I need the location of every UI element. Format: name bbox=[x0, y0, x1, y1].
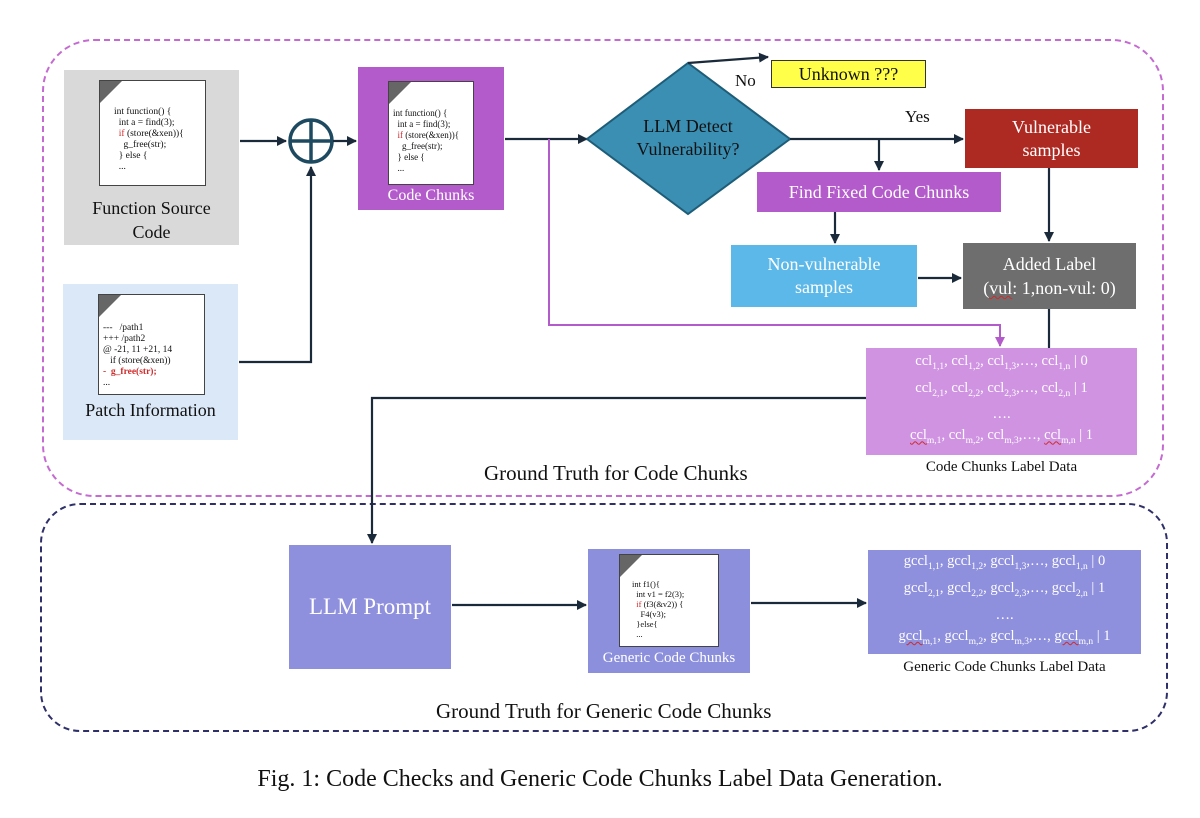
added-label-box: Added Label (vul: 1,non-vul: 0) bbox=[963, 243, 1136, 309]
label-data-row: ccl2,1, ccl2,2, ccl2,3,…, ccl2,n | 1 bbox=[915, 379, 1088, 399]
code-line: ... bbox=[393, 163, 405, 173]
patch-line: if (store(&xen)) bbox=[103, 356, 171, 366]
top-region-title: Ground Truth for Code Chunks bbox=[484, 461, 748, 485]
code-line: }else{ bbox=[632, 619, 658, 629]
llm-prompt-box: LLM Prompt bbox=[289, 545, 451, 669]
patch-line: --- /path1 bbox=[103, 323, 144, 333]
code-chunks-box: int function() { int a = find(3); if (st… bbox=[358, 67, 504, 210]
arrow-patch-to-combine bbox=[239, 166, 316, 364]
patch-information-label: Patch Information bbox=[85, 400, 216, 420]
generic-code-chunks-ground-truth-region bbox=[40, 503, 1168, 732]
decision-line: LLM Detect bbox=[643, 116, 733, 136]
patch-line: ... bbox=[103, 378, 111, 388]
vulnerable-label: samples bbox=[1022, 139, 1081, 160]
added-label-title: Added Label bbox=[1002, 254, 1097, 274]
decision-text: LLM Detect Vulnerability? bbox=[610, 108, 766, 168]
label-data-ellipsis: …. bbox=[992, 406, 1011, 423]
non-vulnerable-label: Non-vulnerable bbox=[767, 254, 881, 274]
label-data-row: gcclm,1, gcclm,2, gcclm,3,…, gcclm,n | 1 bbox=[898, 627, 1111, 647]
code-line: int v1 = f2(3); bbox=[632, 589, 685, 599]
label-data-row: gccl1,1, gccl1,2, gccl1,3,…, gccl1,n | 0 bbox=[903, 553, 1106, 573]
code-chunks-ground-truth-region bbox=[42, 39, 1164, 497]
code-chunks-label-data-box: ccl1,1, ccl1,2, ccl1,3,…, ccl1,n | 0 ccl… bbox=[866, 348, 1137, 455]
generic-code-chunks-label-data-caption: Generic Code Chunks Label Data bbox=[903, 659, 1106, 675]
label-data-row: ccl1,1, ccl1,2, ccl1,3,…, ccl1,n | 0 bbox=[915, 352, 1088, 372]
code-chunks-document: int function() { int a = find(3); if (st… bbox=[388, 81, 474, 185]
code-line: if (store(&xen)){ bbox=[397, 130, 460, 140]
patch-removed-line: - g_free(str); bbox=[103, 367, 157, 377]
label-data-row: gccl2,1, gccl2,2, gccl2,3,…, gccl2,n | 1 bbox=[903, 580, 1106, 599]
arrow-code-chunks-to-label-data bbox=[548, 139, 1005, 347]
non-vulnerable-label: samples bbox=[795, 277, 853, 297]
generic-code-chunks-label-data-box: gccl1,1, gccl1,2, gccl1,3,…, gccl1,n | 0… bbox=[868, 550, 1141, 654]
function-source-label: Code bbox=[132, 222, 171, 242]
vulnerable-samples-box: Vulnerable samples bbox=[965, 109, 1138, 168]
decision-line: Vulnerability? bbox=[636, 139, 740, 159]
code-line: if (f3(&v2)) { bbox=[636, 599, 684, 609]
non-vulnerable-samples-box: Non-vulnerable samples bbox=[731, 245, 917, 307]
arrow-decision-no bbox=[687, 52, 769, 65]
label-data-row: cclm,1, cclm,2, cclm,3,…, cclm,n | 1 bbox=[910, 427, 1093, 447]
combine-symbol bbox=[288, 118, 334, 164]
code-line: g_free(str); bbox=[114, 140, 167, 150]
code-chunks-label: Code Chunks bbox=[387, 187, 475, 204]
no-branch-label: No bbox=[735, 71, 756, 90]
label-data-ellipsis: …. bbox=[995, 606, 1014, 623]
page-fold-icon bbox=[99, 295, 121, 317]
page-fold-icon bbox=[389, 82, 411, 104]
find-fixed-code-chunks-box: Find Fixed Code Chunks bbox=[757, 172, 1001, 212]
page-fold-icon bbox=[100, 81, 122, 103]
source-code-document: int function() { int a = find(3); if (st… bbox=[99, 80, 206, 186]
patch-line: @ -21, 11 +21, 14 bbox=[103, 345, 173, 355]
function-source-label: Function Source bbox=[92, 198, 211, 218]
figure-caption: Fig. 1: Code Checks and Generic Code Chu… bbox=[257, 766, 943, 792]
patch-information-box: --- /path1 +++ /path2 @ -21, 11 +21, 14 … bbox=[63, 284, 238, 440]
code-line: int a = find(3); bbox=[393, 119, 451, 129]
generic-code-chunks-box: int f1(){ int v1 = f2(3); if (f3(&v2)) {… bbox=[588, 549, 750, 673]
generic-code-document: int f1(){ int v1 = f2(3); if (f3(&v2)) {… bbox=[619, 554, 719, 647]
code-line: int function() { bbox=[114, 107, 172, 117]
yes-branch-label: Yes bbox=[905, 107, 930, 126]
bottom-region-title: Ground Truth for Generic Code Chunks bbox=[436, 699, 772, 723]
unknown-box: Unknown ??? bbox=[771, 60, 926, 88]
added-label-detail: (vul: 1,non-vul: 0) bbox=[983, 278, 1116, 298]
patch-document: --- /path1 +++ /path2 @ -21, 11 +21, 14 … bbox=[98, 294, 205, 395]
code-line: int function() { bbox=[393, 108, 448, 118]
code-line: } else { bbox=[393, 152, 425, 162]
arrow-label-data-to-llm-prompt bbox=[367, 396, 866, 544]
code-line: if (store(&xen)){ bbox=[118, 129, 184, 139]
patch-line: +++ /path2 bbox=[103, 334, 146, 344]
page-fold-icon bbox=[620, 555, 642, 577]
code-line: int f1(){ bbox=[632, 579, 660, 589]
code-line: } else { bbox=[114, 151, 148, 161]
vulnerable-label: Vulnerable bbox=[1012, 116, 1091, 137]
function-source-code-box: int function() { int a = find(3); if (st… bbox=[64, 70, 239, 245]
code-line: g_free(str); bbox=[393, 141, 443, 151]
code-line: int a = find(3); bbox=[114, 118, 175, 128]
code-line: ... bbox=[632, 629, 643, 639]
code-line: ... bbox=[114, 162, 126, 172]
code-chunks-label-data-caption: Code Chunks Label Data bbox=[925, 459, 1078, 475]
generic-code-chunks-label: Generic Code Chunks bbox=[602, 650, 736, 666]
code-line: F4(v3); bbox=[632, 609, 667, 619]
